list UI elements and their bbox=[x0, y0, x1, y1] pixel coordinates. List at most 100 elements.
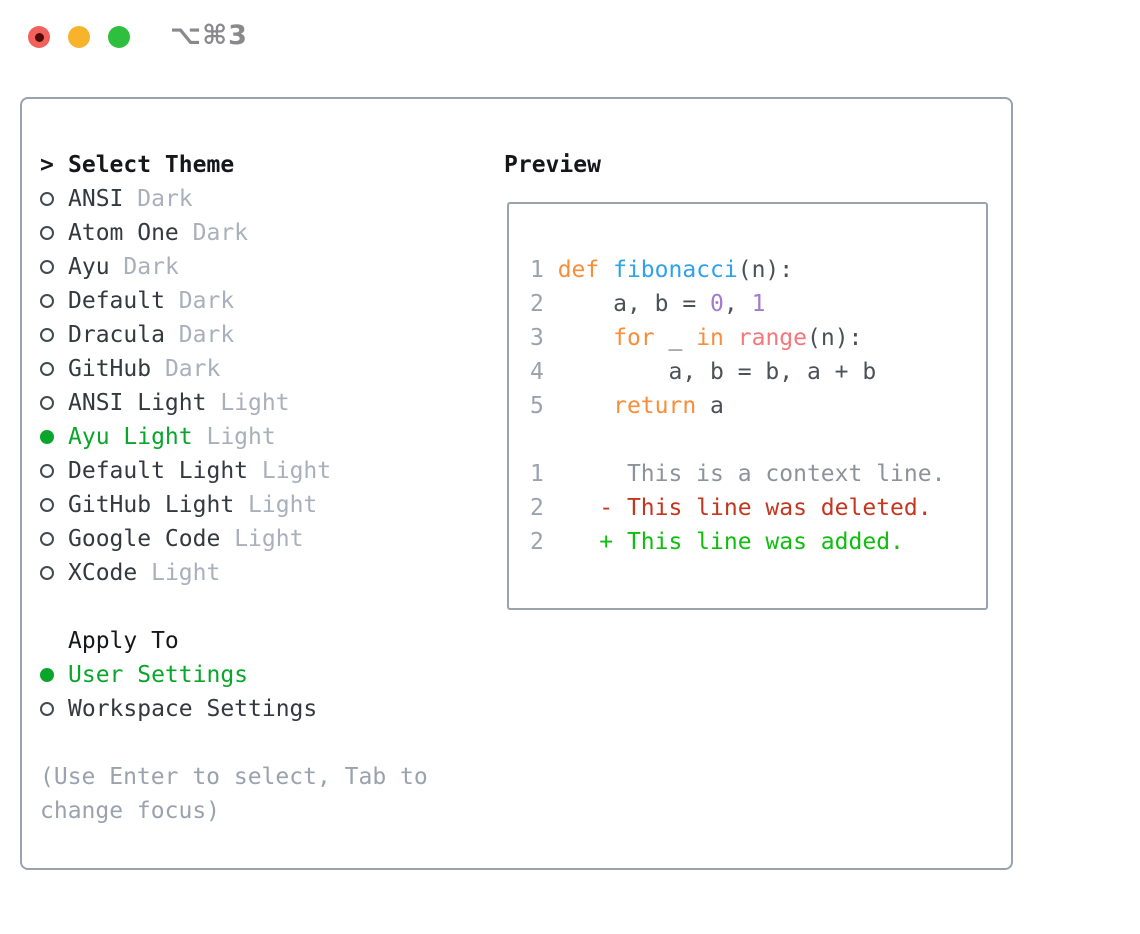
theme-variant: Dark bbox=[137, 186, 193, 212]
code-token-plain bbox=[558, 393, 613, 419]
minimize-button[interactable] bbox=[68, 26, 90, 48]
line-number: 2 bbox=[530, 495, 558, 521]
code-line: 1 This is a context line. bbox=[530, 457, 986, 491]
theme-name: Ayu Light bbox=[68, 424, 193, 450]
radio-icon bbox=[40, 396, 54, 410]
theme-item[interactable]: GitHub Light Light bbox=[40, 488, 428, 522]
cursor-icon: > bbox=[40, 152, 54, 178]
code-token-function: fibonacci bbox=[613, 257, 738, 283]
radio-icon bbox=[40, 260, 54, 274]
theme-name: ANSI bbox=[68, 186, 124, 212]
space bbox=[179, 220, 193, 246]
radio-icon bbox=[40, 532, 54, 546]
apply-option[interactable]: User Settings bbox=[40, 658, 428, 692]
space bbox=[165, 322, 179, 348]
theme-name: Dracula bbox=[68, 322, 165, 348]
theme-name: Ayu bbox=[68, 254, 110, 280]
code-token-plain bbox=[558, 325, 613, 351]
code-token-keyword: in bbox=[696, 325, 724, 351]
select-theme-title: Select Theme bbox=[68, 152, 235, 178]
space bbox=[248, 458, 262, 484]
line-number: 4 bbox=[530, 359, 558, 385]
theme-name: Google Code bbox=[68, 526, 221, 552]
code-token-keyword: return bbox=[613, 393, 697, 419]
code-line: 2 - This line was deleted. bbox=[530, 491, 986, 525]
radio-icon bbox=[40, 328, 54, 342]
radio-selected-icon bbox=[40, 430, 54, 444]
radio-icon bbox=[40, 566, 54, 580]
code-token-number: 0 bbox=[710, 291, 724, 317]
line-number: 2 bbox=[530, 291, 558, 317]
hint-text: change focus) bbox=[40, 798, 221, 824]
record-dot-icon bbox=[34, 32, 44, 42]
code-line: 1 def fibonacci(n): bbox=[530, 253, 986, 287]
theme-item[interactable]: Default Light Light bbox=[40, 454, 428, 488]
radio-selected-icon bbox=[40, 668, 54, 682]
theme-item[interactable]: Ayu Dark bbox=[40, 250, 428, 284]
theme-item[interactable]: GitHub Dark bbox=[40, 352, 428, 386]
space bbox=[123, 186, 137, 212]
theme-variant: Light bbox=[234, 526, 304, 552]
theme-item[interactable]: XCode Light bbox=[40, 556, 428, 590]
theme-name: XCode bbox=[68, 560, 138, 586]
code-line: 2 a, b = 0, 1 bbox=[530, 287, 986, 321]
theme-variant: Light bbox=[248, 492, 318, 518]
theme-item[interactable]: Google Code Light bbox=[40, 522, 428, 556]
code-token-plain: (n): bbox=[737, 257, 794, 283]
spacer bbox=[40, 726, 428, 760]
code-token-keyword: for bbox=[613, 325, 655, 351]
code-token-plain: _ bbox=[654, 325, 697, 351]
theme-name: GitHub Light bbox=[68, 492, 235, 518]
code-token-plain: a, b = bbox=[557, 291, 711, 317]
code-token-plain: (n): bbox=[807, 325, 863, 351]
option-label: Workspace Settings bbox=[68, 696, 318, 722]
apply-to-header: Apply To bbox=[40, 624, 428, 658]
hint-text: (Use Enter to select, Tab to bbox=[40, 764, 428, 790]
space bbox=[234, 492, 248, 518]
radio-icon bbox=[40, 464, 54, 478]
code-line bbox=[530, 423, 986, 457]
theme-item[interactable]: Default Dark bbox=[40, 284, 428, 318]
zoom-button[interactable] bbox=[108, 26, 130, 48]
space bbox=[165, 288, 179, 314]
close-button[interactable] bbox=[28, 26, 50, 48]
code-token-coral: range bbox=[737, 325, 807, 351]
theme-item[interactable]: ANSI Light Light bbox=[40, 386, 428, 420]
theme-variant: Light bbox=[151, 560, 221, 586]
theme-variant: Dark bbox=[178, 288, 235, 314]
line-number: 1 bbox=[530, 257, 558, 283]
theme-variant: Light bbox=[206, 424, 276, 450]
apply-option[interactable]: Workspace Settings bbox=[40, 692, 428, 726]
theme-name: Default Light bbox=[68, 458, 249, 484]
theme-variant: Dark bbox=[192, 220, 249, 246]
code-token-added: + This line was added. bbox=[557, 529, 904, 555]
space bbox=[110, 254, 124, 280]
code-line: 4 a, b = b, a + b bbox=[530, 355, 986, 389]
code-token-plain: a, b = b, a + b bbox=[557, 359, 877, 385]
code-token-context: This is a context line. bbox=[557, 461, 946, 487]
code-token-plain bbox=[724, 325, 738, 351]
theme-name: GitHub bbox=[68, 356, 152, 382]
radio-icon bbox=[40, 362, 54, 376]
radio-icon bbox=[40, 192, 54, 206]
window-title: ⌥⌘3 bbox=[170, 20, 248, 51]
radio-icon bbox=[40, 226, 54, 240]
theme-name: ANSI Light bbox=[68, 390, 207, 416]
apply-to-title: Apply To bbox=[68, 628, 179, 654]
code-token-keyword: def bbox=[557, 257, 600, 283]
preview-title: Preview bbox=[504, 152, 601, 178]
code-line: 2 + This line was added. bbox=[530, 525, 986, 559]
space bbox=[220, 526, 234, 552]
theme-item[interactable]: Atom One Dark bbox=[40, 216, 428, 250]
theme-item[interactable]: Ayu Light Light bbox=[40, 420, 428, 454]
theme-item[interactable]: ANSI Dark bbox=[40, 182, 428, 216]
line-number bbox=[530, 427, 558, 453]
radio-icon bbox=[40, 498, 54, 512]
code-token-plain: , bbox=[723, 291, 752, 317]
space bbox=[206, 390, 220, 416]
theme-item[interactable]: Dracula Dark bbox=[40, 318, 428, 352]
